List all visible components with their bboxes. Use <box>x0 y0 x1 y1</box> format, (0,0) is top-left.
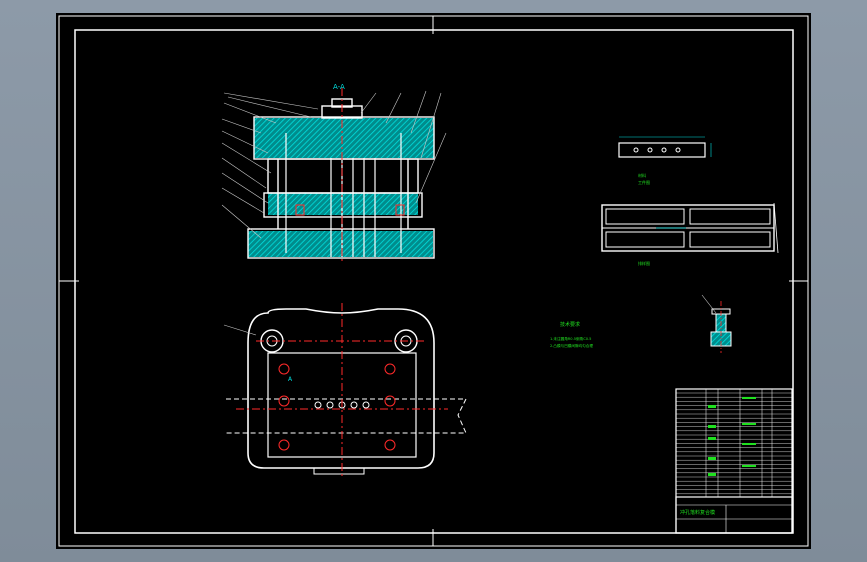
strip-layout: 排样图 <box>601 202 779 266</box>
detail-view <box>701 294 732 353</box>
part-view-label: 工件图 <box>638 179 650 185</box>
centering-marks <box>59 16 808 546</box>
cad-drawing: A-A <box>58 15 809 547</box>
plan-view: A <box>223 303 467 479</box>
part-view: 材料 工件图 <box>618 136 712 185</box>
lower-plate-hatch <box>248 231 433 257</box>
lower-die-outline <box>247 308 435 469</box>
plan-view-label: A <box>288 376 293 383</box>
section-title: A-A <box>333 83 345 91</box>
title-block: 冲孔落料复合模 <box>675 388 793 534</box>
callout-leaders <box>221 90 447 239</box>
section-view: A-A <box>221 83 447 263</box>
tech-req-line-1: 1.未注圆角R0.5倒角C0.5 <box>550 336 591 341</box>
die-hatch <box>268 193 418 215</box>
technical-requirements: 技术要求 1.未注圆角R0.5倒角C0.5 2.凸模与凹模间隙均匀合理 <box>550 321 593 348</box>
outer-border <box>58 15 809 547</box>
tech-req-line-2: 2.凸模与凹模间隙均匀合理 <box>550 343 593 348</box>
upper-plate-hatch <box>254 118 434 158</box>
title-block-drawing-name: 冲孔落料复合模 <box>680 509 715 516</box>
part-material-label: 材料 <box>638 172 646 178</box>
tech-req-title: 技术要求 <box>560 321 580 328</box>
drawing-sheet: A-A <box>56 13 811 549</box>
strip-label: 排样图 <box>638 260 650 266</box>
